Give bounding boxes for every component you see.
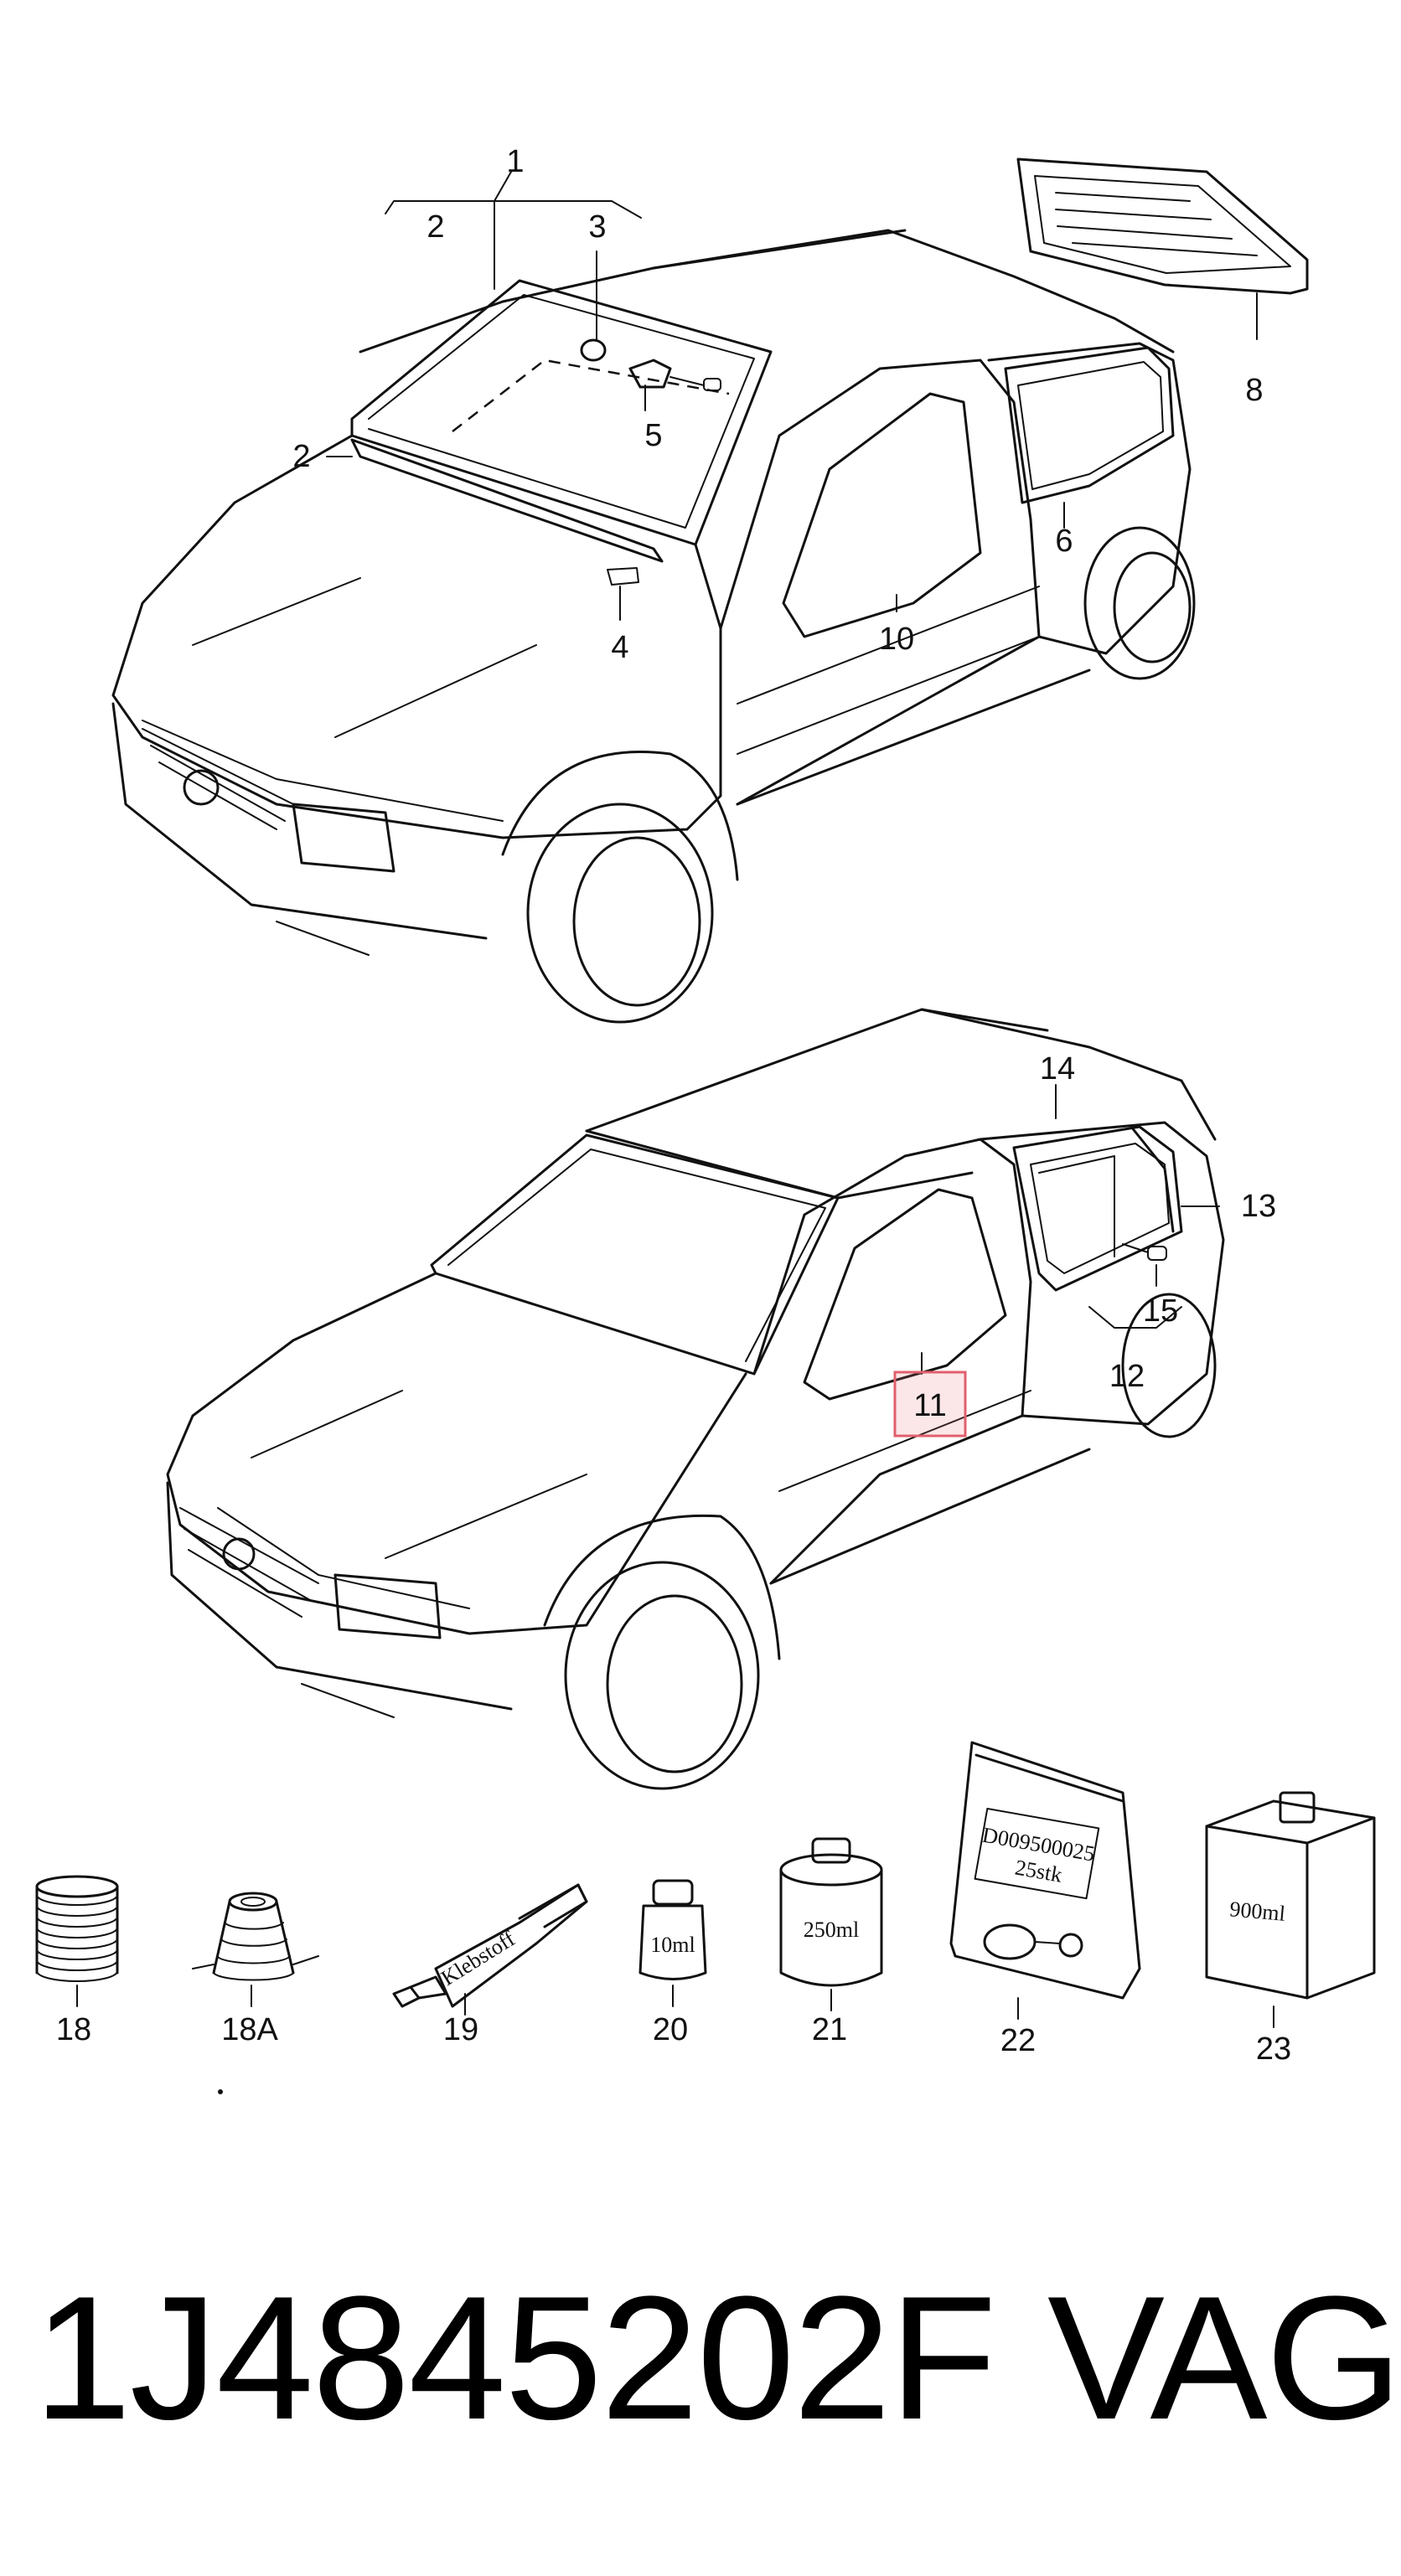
callout-1: 1 — [506, 144, 524, 179]
callout-6: 6 — [1055, 524, 1073, 559]
bag-qty: 25stk — [1013, 1855, 1064, 1887]
item-22-bag: D009500025 25stk — [949, 1741, 1141, 2020]
callout-19: 19 — [443, 2012, 478, 2047]
callout-20: 20 — [653, 2012, 688, 2047]
top-leader-lines — [326, 171, 1258, 621]
callout-2-side: 2 — [292, 439, 310, 474]
vw-badge-icon-lower — [222, 1537, 256, 1571]
front-door-window-lower — [803, 1188, 1007, 1401]
car-top-illustration — [111, 157, 1309, 1024]
bottom-leader-lines — [921, 1084, 1220, 1375]
callout-15: 15 — [1143, 1293, 1178, 1329]
callout-11: 11 — [913, 1388, 946, 1423]
wiper-seal — [350, 438, 664, 563]
callout-13: 13 — [1241, 1189, 1276, 1224]
rear-window-glass — [1016, 157, 1309, 295]
item-19-adhesive-tube: Klebstoff — [392, 1883, 588, 2016]
callout-8: 8 — [1245, 373, 1263, 408]
item-21-primer-can: 250ml — [779, 1837, 883, 2011]
callout-22: 22 — [1000, 2023, 1036, 2058]
car-bottom-illustration — [166, 1008, 1225, 1790]
callout-3: 3 — [588, 209, 606, 245]
item-20-small-bottle: 10ml — [638, 1879, 707, 2007]
highlight-box-11 — [893, 1371, 967, 1438]
item-18a-seal-cone — [192, 1892, 319, 2007]
bottle-label: 10ml — [650, 1933, 695, 1957]
callout-10: 10 — [879, 622, 914, 657]
part-number-label: 1J4845202F — [34, 2259, 997, 2456]
callout-18a: 18A — [221, 2012, 278, 2047]
callout-14: 14 — [1040, 1051, 1075, 1087]
callout-4: 4 — [611, 630, 628, 665]
tube-label: Klebstoff — [437, 1926, 520, 1990]
stray-dot — [218, 2089, 223, 2094]
item-18-seal-coil — [35, 1875, 119, 2007]
box-label: 900ml — [1228, 1897, 1286, 1926]
windshield-lower — [430, 1133, 840, 1376]
vw-badge-icon — [183, 769, 220, 806]
callout-2-top: 2 — [427, 209, 444, 245]
brand-label: VAG — [1047, 2259, 1401, 2456]
callout-5: 5 — [644, 418, 662, 453]
rear-quarter-window — [1012, 1125, 1183, 1292]
callout-23: 23 — [1256, 2031, 1291, 2067]
item-23-container: 900ml — [1205, 1791, 1376, 2028]
callout-21: 21 — [812, 2012, 847, 2047]
callout-12: 12 — [1109, 1359, 1145, 1394]
windshield — [350, 279, 773, 546]
callout-18: 18 — [56, 2012, 91, 2047]
front-door-window — [782, 392, 982, 638]
can-label: 250ml — [804, 1918, 859, 1942]
rear-side-window — [1004, 346, 1175, 504]
